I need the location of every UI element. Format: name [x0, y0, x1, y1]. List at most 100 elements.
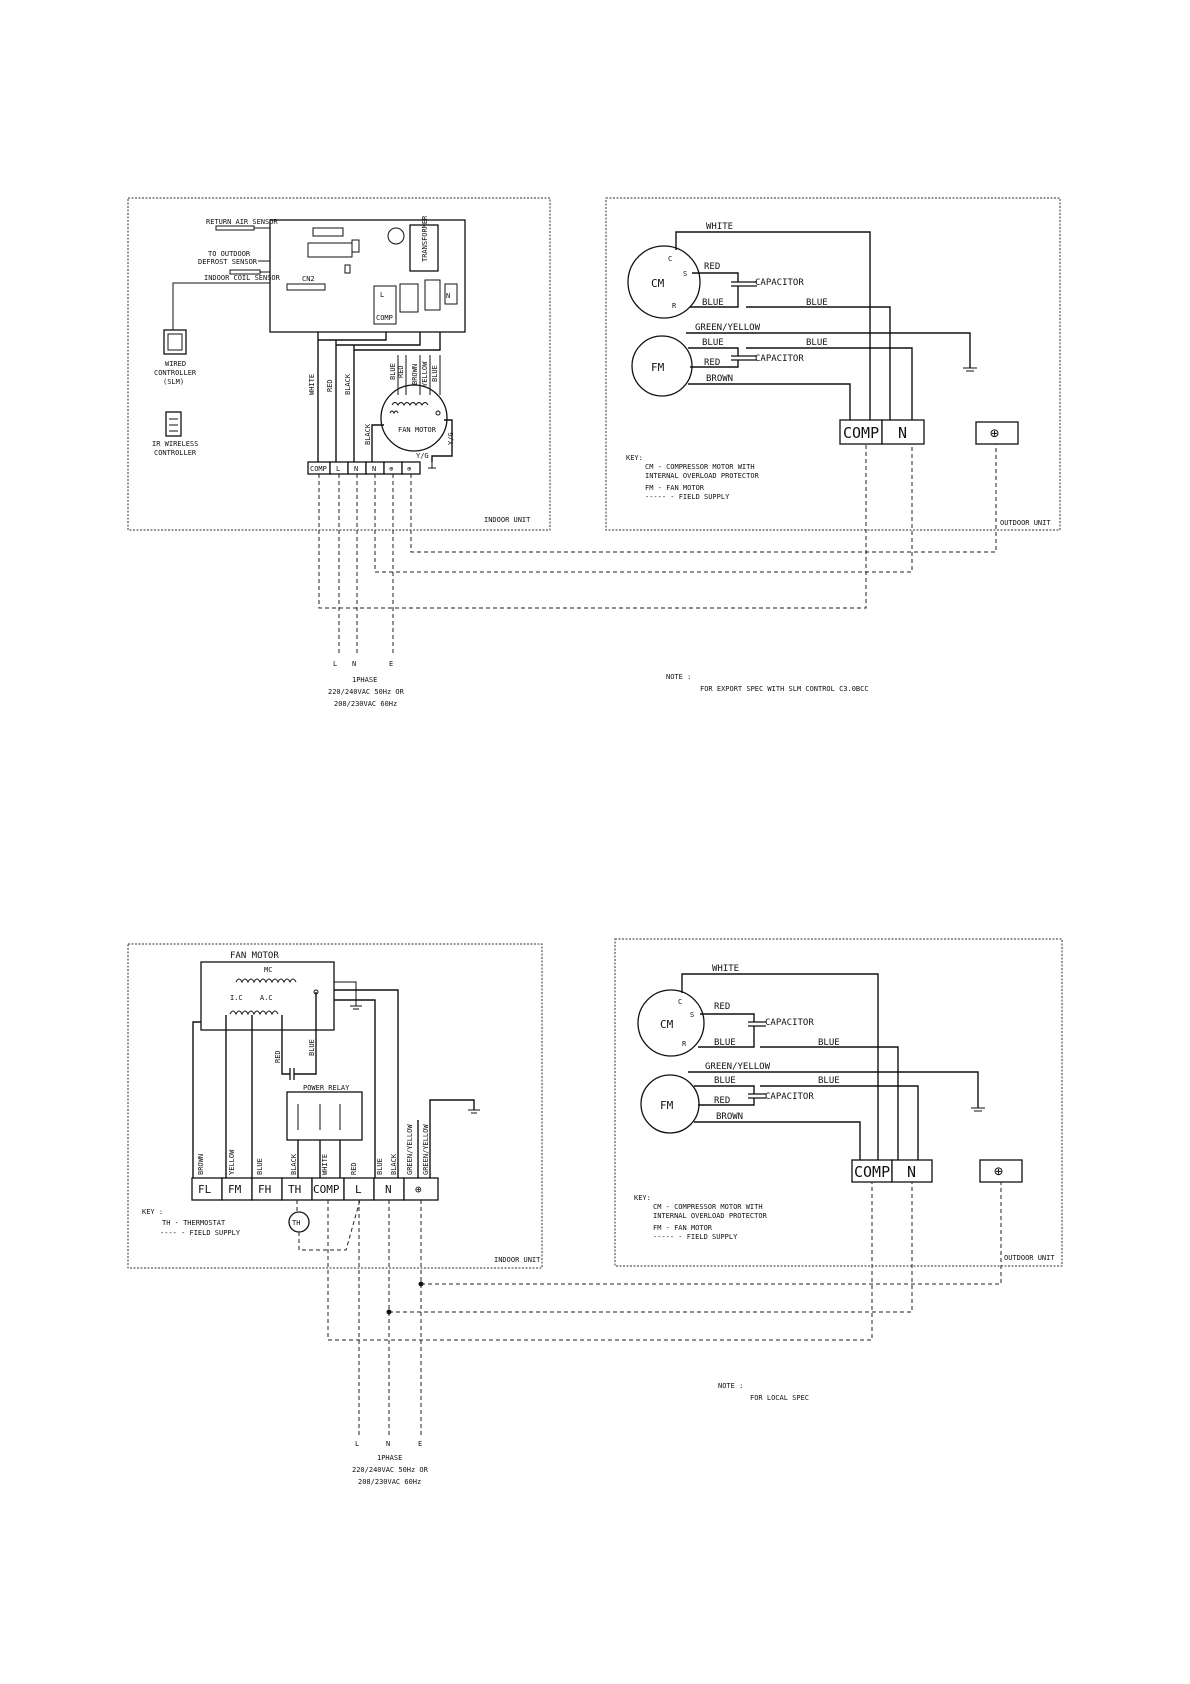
wired-controller-label-1: WIRED [165, 360, 186, 368]
wire-brown-2 [192, 1021, 201, 1178]
fm-capacitor-label: CAPACITOR [755, 354, 804, 364]
terminal2-fh: FH [258, 1183, 271, 1196]
terminal2-earth: ⊕ [415, 1183, 422, 1196]
label-blue2: BLUE [431, 365, 439, 382]
field-n-link-2 [388, 1182, 913, 1313]
supply-e-2: E [418, 1440, 422, 1448]
wire-pcb-down-1 [318, 332, 387, 341]
fm-blue-label: BLUE [702, 338, 724, 348]
relay-n-label: N [446, 292, 450, 300]
terminal-n2: N [372, 465, 376, 473]
cm-s: S [683, 270, 687, 278]
blue-to-cap [294, 992, 317, 1075]
outdoor-unit-label-2: OUTDOOR UNIT [1004, 1254, 1055, 1262]
fm-blue-right-wire [746, 347, 913, 432]
pcb-connector [351, 239, 360, 253]
fm-red-wire-2 [698, 1098, 755, 1106]
label-yellow: YELLOW [421, 361, 429, 387]
thermostat-label: TH [292, 1219, 300, 1227]
indoor-key-2: KEY : [142, 1208, 163, 1216]
fan-motor-assembly [200, 961, 335, 1031]
label-white-2: WHITE [321, 1154, 329, 1175]
label-black2: BLACK [364, 423, 372, 445]
wire-pcb-down-3 [354, 332, 441, 351]
indoor-unit-label-2: INDOOR UNIT [494, 1256, 541, 1264]
fm-brown-wire [688, 383, 851, 420]
label-white: WHITE [308, 374, 316, 395]
outdoor-unit-label: OUTDOOR UNIT [1000, 519, 1051, 527]
supply-phase: 1PHASE [352, 676, 377, 684]
indoor-terminal-block-2: FL FM FH TH COMP L N ⊕ [191, 1177, 439, 1201]
cm-blue-right-wire-2 [760, 1046, 899, 1160]
wire-gy-2b [429, 1099, 475, 1178]
supply-n: N [352, 660, 356, 668]
fm-earth-lead [334, 981, 357, 1006]
label-yg2: Y/G [416, 452, 429, 460]
wire-motor-black [371, 424, 384, 462]
outdoor-terminal-comp-label-2: COMP [854, 1163, 890, 1181]
defrost-sensor-label: DEFROST SENSOR [198, 258, 258, 266]
cm-white-label-2: WHITE [712, 964, 739, 974]
power-relay-label: POWER RELAY [303, 1084, 350, 1092]
supply-phase-2: 1PHASE [377, 1454, 402, 1462]
cm-capacitor-label: CAPACITOR [755, 278, 804, 288]
supply-l-2: L [355, 1440, 359, 1448]
outdoor-terminal-earth-label: ⊕ [990, 424, 999, 442]
cn2-connector [286, 283, 326, 291]
outdoor-terminal-earth-label-2: ⊕ [994, 1162, 1003, 1180]
indoor-terminal-block: COMP L N N ⊕ ⊕ [307, 461, 421, 475]
relay-comp [373, 285, 397, 325]
cm-red-wire-2 [700, 1013, 755, 1022]
outdoor-key-cm-1: CM - COMPRESSOR MOTOR WITH [645, 463, 755, 471]
fm-red-label-2: RED [714, 1096, 730, 1106]
terminal-comp: COMP [310, 465, 327, 473]
cm-white-label: WHITE [706, 222, 733, 232]
indoor-fan-motor [380, 384, 448, 452]
cap-blue-label: BLUE [308, 1039, 316, 1056]
compressor-motor-2 [637, 989, 705, 1057]
label-yg: Y/G [447, 432, 455, 445]
diagram-2: INDOOR UNIT FAN MOTOR MC I.C A.C RED BLU… [127, 938, 1063, 1486]
transformer [409, 224, 439, 272]
label-blue: BLUE [389, 363, 397, 380]
red-to-cap [281, 1015, 290, 1075]
cm-capacitor-label-2: CAPACITOR [765, 1018, 814, 1028]
fan-motor-coil-2 [389, 410, 399, 415]
outdoor-unit-box-2 [614, 938, 1063, 1267]
outdoor-fan-motor [631, 335, 693, 397]
cm-blue-label-2: BLUE [714, 1038, 736, 1048]
note-title: NOTE : [666, 673, 691, 681]
return-air-sensor [215, 225, 255, 231]
outdoor-key-title: KEY: [626, 454, 643, 462]
green-yellow-wire [686, 332, 971, 368]
terminal2-fm: FM [228, 1183, 242, 1196]
pcb-chip-1 [312, 227, 344, 237]
relay-comp-label: COMP [376, 314, 393, 322]
pcb-chip-2 [307, 242, 353, 258]
label-gy-2b: GREEN/YELLOW [422, 1124, 430, 1175]
cn2-label: CN2 [302, 275, 315, 283]
cm-r-2: R [682, 1040, 687, 1048]
fm-blue-right-label-2: BLUE [818, 1076, 840, 1086]
label-blue-2b: BLUE [376, 1158, 384, 1175]
green-yellow-label-2: GREEN/YELLOW [705, 1062, 771, 1072]
supply-v2: 208/230VAC 60Hz [334, 700, 397, 708]
cm-blue-right-label: BLUE [806, 298, 828, 308]
cm-red-wire [692, 272, 739, 282]
wired-controller-screen [167, 333, 183, 351]
cm-blue-wire-2 [698, 1026, 755, 1048]
cm-r: R [672, 302, 677, 310]
field-earth-link [410, 444, 997, 553]
wire-blue-2b [334, 999, 376, 1178]
ic-label: I.C [230, 994, 243, 1002]
cm-c-2: C [678, 998, 682, 1006]
supply-v2-2: 208/230VAC 60Hz [358, 1478, 421, 1486]
cm-s-2: S [690, 1011, 694, 1019]
ir-wireless-controller [165, 411, 182, 437]
label-gy-2a: GREEN/YELLOW [406, 1124, 414, 1175]
outdoor-key-title-2: KEY: [634, 1194, 651, 1202]
outdoor-terminal-n-label: N [898, 424, 907, 442]
mc-coil [235, 978, 297, 984]
return-air-sensor-label: RETURN AIR SENSOR [206, 218, 278, 226]
fan-motor-assembly-label: FAN MOTOR [230, 951, 279, 961]
